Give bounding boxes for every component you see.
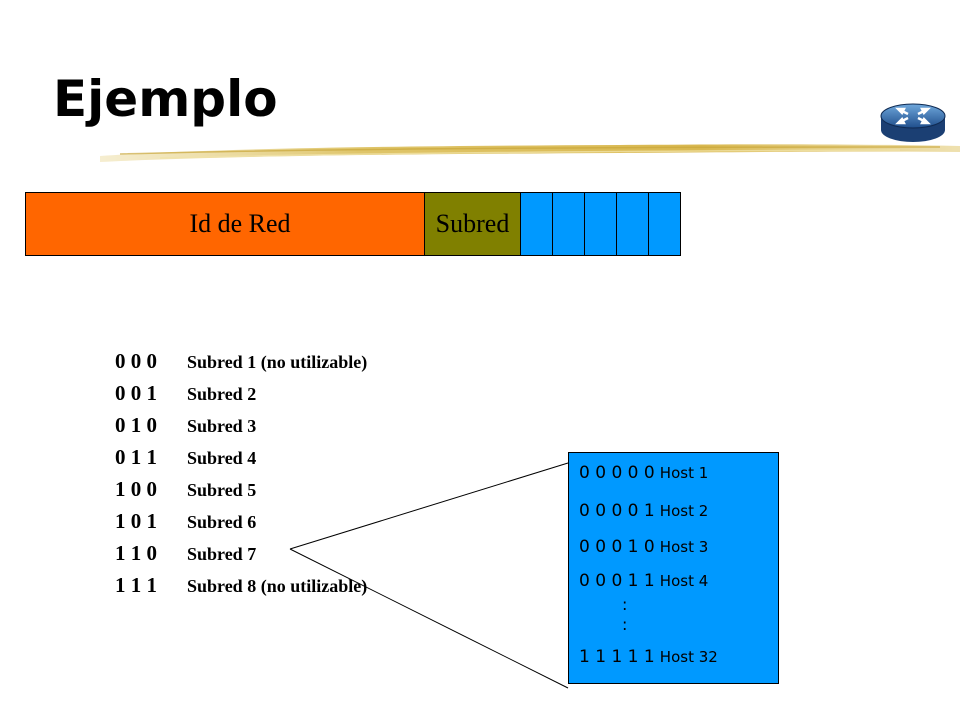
subnet-label: Subred: [435, 209, 510, 238]
subnet-bits: 0 0 0: [115, 349, 157, 373]
subnet-bits: 1 1 0: [115, 541, 157, 565]
subnet-bits: 1 1 1: [115, 573, 157, 597]
subnet-label: Subred 1 (no utilizable): [187, 352, 368, 372]
subnet-bits: 0 0 1: [115, 381, 157, 405]
host-bits: 1 1 1 1 1: [579, 647, 655, 667]
subnet-label: Subred 7: [187, 544, 257, 564]
ellipsis-dots: :: [622, 615, 628, 634]
host-bits: 0 0 0 1 0: [579, 537, 655, 557]
host-row: 0 0 0 0 0 Host 1: [579, 463, 708, 483]
host-label: Host 2: [659, 502, 709, 520]
subnet-bits: 1 0 1: [115, 509, 157, 533]
host-label: Host 3: [659, 538, 709, 556]
host-row: 1 1 1 1 1 Host 32: [579, 647, 718, 667]
host-bit-cell: [552, 192, 585, 256]
network-id-label: Id de Red: [189, 209, 291, 238]
subnet-bits: 1 0 0: [115, 477, 157, 501]
subnet-label: Subred 4: [187, 448, 257, 468]
host-row: 0 0 0 1 0 Host 3: [579, 537, 708, 557]
title-underline-stroke: [100, 144, 960, 162]
host-bit-cell: [584, 192, 617, 256]
network-id-segment: Id de Red: [25, 192, 425, 256]
host-row: 0 0 0 1 1 Host 4: [579, 571, 708, 591]
router-icon: [880, 103, 946, 142]
host-label: Host 32: [659, 648, 718, 666]
host-bits: 0 0 0 0 1: [579, 501, 655, 521]
subnet-label: Subred 5: [187, 480, 257, 500]
host-list-box: 0 0 0 0 0 Host 1 0 0 0 0 1 Host 2 0 0 0 …: [568, 452, 779, 684]
subnet-bits: 0 1 1: [115, 445, 157, 469]
subnet-bits: 0 1 0: [115, 413, 157, 437]
ellipsis-dots: :: [622, 595, 628, 614]
subnet-label: Subred 8 (no utilizable): [187, 576, 368, 596]
host-bit-cell: [648, 192, 681, 256]
host-label: Host 4: [659, 572, 709, 590]
host-bits: 0 0 0 0 0: [579, 463, 655, 483]
subnet-label: Subred 2: [187, 384, 257, 404]
host-bits: 0 0 0 1 1: [579, 571, 655, 591]
host-row: 0 0 0 0 1 Host 2: [579, 501, 708, 521]
slide-title: Ejemplo: [53, 70, 278, 128]
subnet-segment: Subred: [424, 192, 521, 256]
host-bit-cell: [616, 192, 649, 256]
subnet-label: Subred 3: [187, 416, 257, 436]
subnet-label: Subred 6: [187, 512, 257, 532]
host-label: Host 1: [659, 464, 709, 482]
